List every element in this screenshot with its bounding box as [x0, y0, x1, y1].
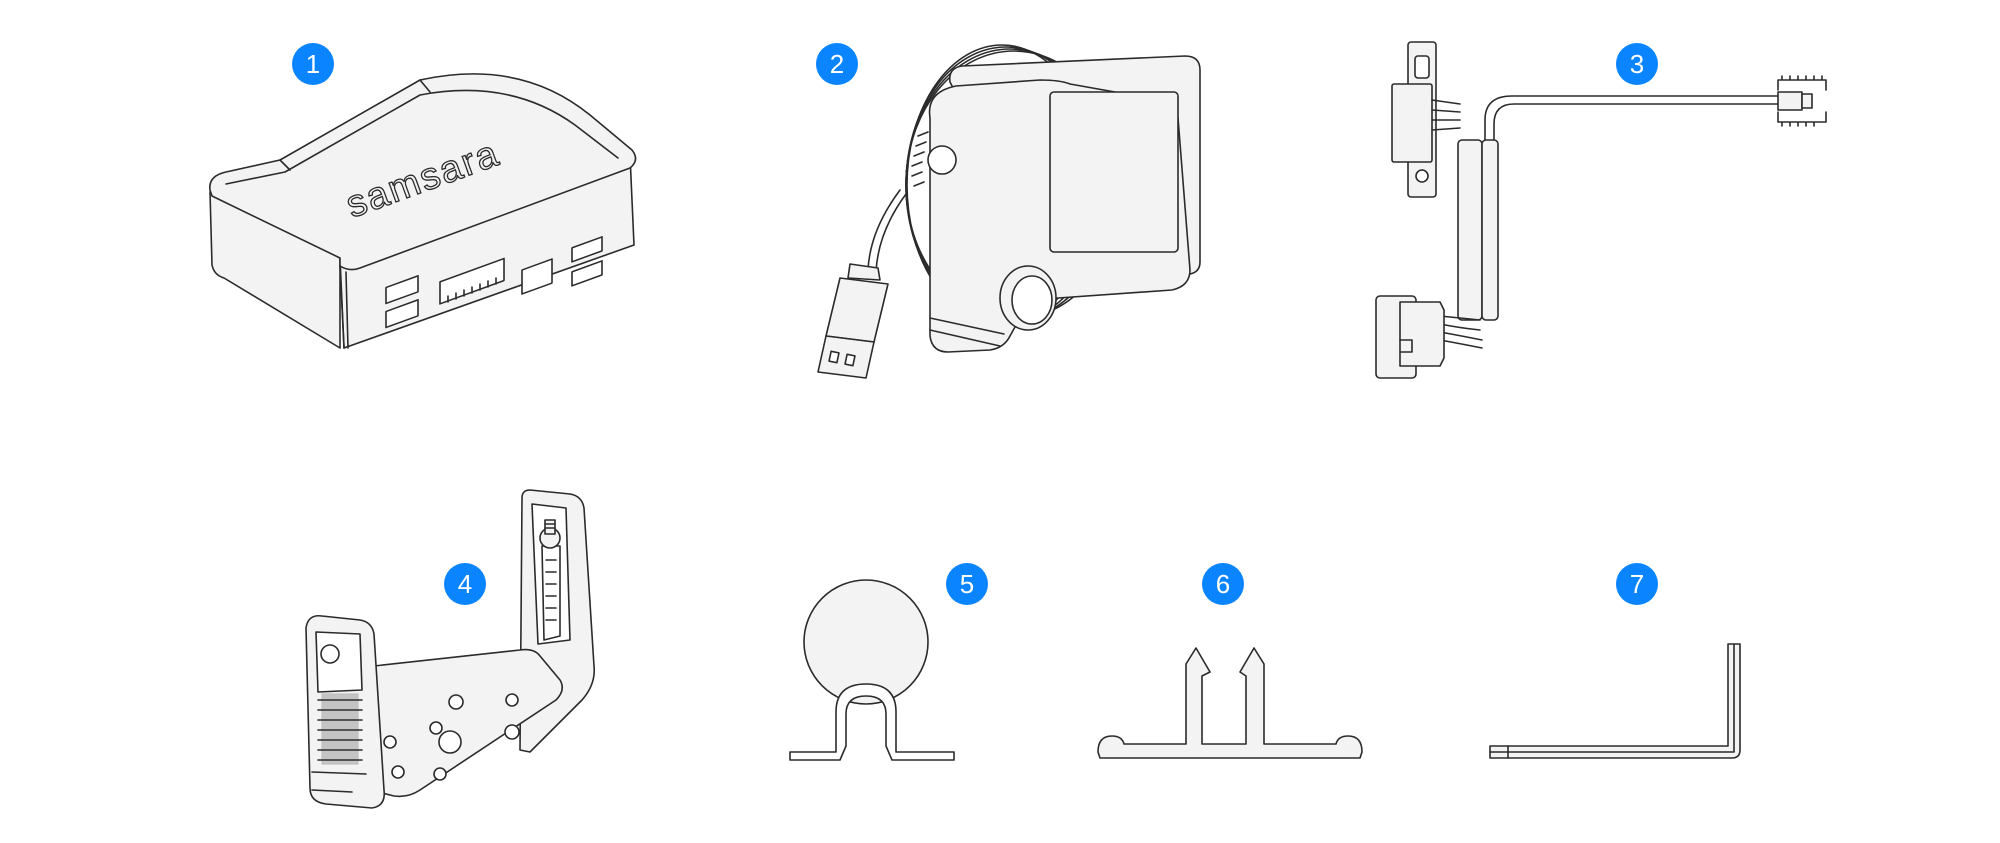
connector-plug-icon	[1777, 75, 1827, 127]
camera-screen	[1049, 91, 1179, 253]
mount-screw-icon	[927, 145, 957, 175]
badge-5: 5	[946, 563, 988, 605]
svg-text:2: 2	[830, 49, 844, 79]
usb-plug-icon	[817, 263, 889, 379]
badge-2: 2	[816, 43, 858, 85]
svg-text:3: 3	[1630, 49, 1644, 79]
dash-camera-icon	[817, 44, 1201, 379]
badge-3: 3	[1616, 43, 1658, 85]
badge-1: 1	[292, 43, 334, 85]
svg-text:6: 6	[1216, 569, 1230, 599]
badge-7: 7	[1616, 563, 1658, 605]
cable-clip-icon	[789, 579, 955, 761]
trim-clip-icon	[1097, 647, 1363, 759]
svg-text:1: 1	[306, 49, 320, 79]
connector-port-icon	[521, 258, 553, 295]
hex-key-icon	[1489, 643, 1741, 759]
obd-connector-icon	[1375, 295, 1445, 379]
mounting-bracket-icon	[305, 489, 596, 809]
svg-text:7: 7	[1630, 569, 1644, 599]
svg-text:4: 4	[458, 569, 472, 599]
thumb-screw-icon	[539, 519, 561, 549]
svg-text:5: 5	[960, 569, 974, 599]
badge-6: 6	[1202, 563, 1244, 605]
connector-port-icon	[439, 257, 505, 305]
gateway-device-icon: samsara	[209, 73, 637, 349]
obd-cable-icon	[1375, 41, 1827, 379]
camera-lens-icon	[999, 265, 1057, 331]
usb-port-icon	[571, 236, 603, 287]
badge-4: 4	[444, 563, 486, 605]
usb-port-icon	[385, 275, 419, 329]
